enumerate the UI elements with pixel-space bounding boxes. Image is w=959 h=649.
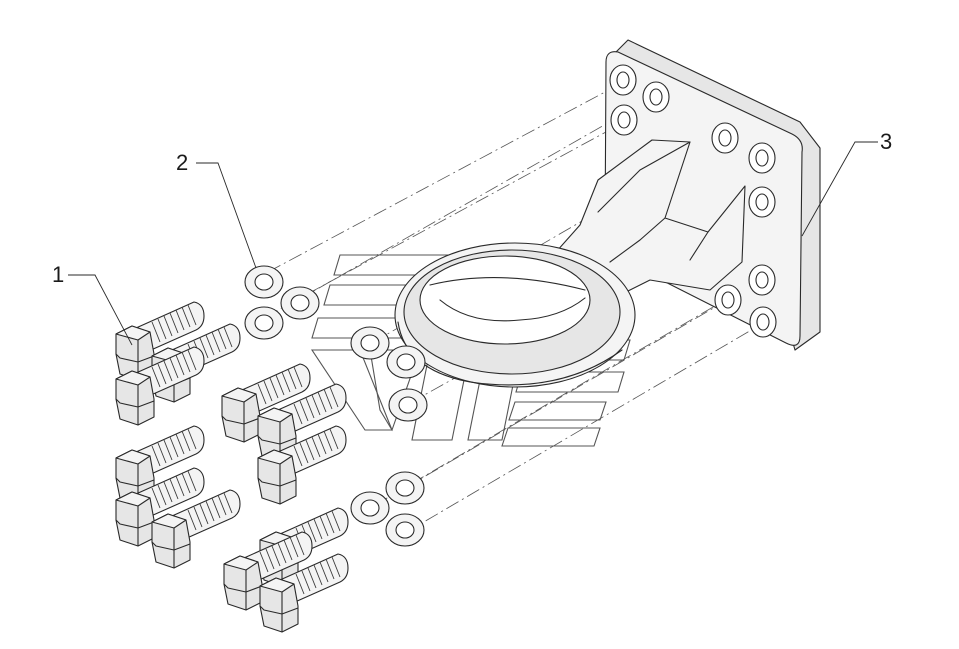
leader-1: [68, 274, 133, 346]
washer: [385, 471, 425, 505]
washer: [244, 265, 284, 299]
part-2-washers: [244, 265, 428, 547]
leader-lines: [68, 141, 878, 346]
leader-3: [801, 141, 878, 237]
washer: [280, 286, 320, 320]
callout-1: 1: [52, 262, 65, 287]
washer: [350, 326, 390, 360]
callout-2: 2: [176, 150, 189, 175]
washer: [350, 491, 390, 525]
flange-bolt-holes: [609, 64, 777, 338]
washer: [385, 513, 425, 547]
washer: [388, 388, 428, 422]
callout-3: 3: [880, 129, 893, 154]
leader-2: [196, 162, 257, 269]
washer: [244, 306, 284, 340]
washer: [386, 345, 426, 379]
part-3-flange-eye: [394, 39, 821, 388]
